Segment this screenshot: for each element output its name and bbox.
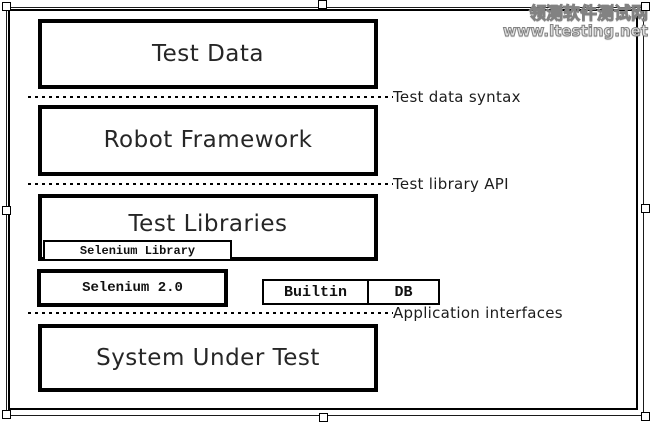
resize-handle-bottom-right[interactable]	[641, 412, 650, 421]
resize-handle-top-middle[interactable]	[318, 0, 327, 9]
db-label: DB	[394, 283, 413, 301]
application-interfaces-label: Application interfaces	[393, 304, 563, 322]
box-test-data: Test Data	[38, 19, 378, 89]
watermark-site-url: www.ltesting.net	[502, 21, 648, 40]
selenium-2-label: Selenium 2.0	[82, 280, 183, 296]
resize-handle-bottom-middle[interactable]	[319, 413, 328, 422]
resize-handle-middle-left[interactable]	[2, 206, 11, 215]
dashed-line	[28, 96, 393, 98]
watermark-site-name: 领测软件测试网	[528, 4, 648, 24]
resize-handle-top-right[interactable]	[641, 2, 650, 11]
builtin-cell: Builtin	[264, 281, 367, 303]
test-data-syntax-label: Test data syntax	[393, 88, 521, 106]
test-data-label: Test Data	[151, 40, 265, 67]
box-selenium-2: Selenium 2.0	[37, 269, 228, 307]
builtin-label: Builtin	[283, 283, 347, 301]
system-under-test-label: System Under Test	[96, 344, 320, 371]
robot-framework-label: Robot Framework	[103, 127, 313, 153]
box-builtin-db: Builtin DB	[262, 279, 440, 305]
interface-row-test-library-api: Test library API	[28, 175, 509, 193]
dashed-line	[28, 312, 393, 314]
db-cell: DB	[367, 281, 438, 303]
interface-row-test-data-syntax: Test data syntax	[28, 88, 521, 106]
box-robot-framework: Robot Framework	[38, 105, 378, 176]
box-selenium-library: Selenium Library	[43, 240, 232, 261]
interface-row-application-interfaces: Application interfaces	[28, 304, 563, 322]
selenium-library-label: Selenium Library	[79, 243, 196, 258]
watermark: 领测软件测试网 www.ltesting.net	[502, 4, 648, 40]
dashed-line	[28, 183, 393, 185]
resize-handle-middle-right[interactable]	[641, 204, 650, 213]
box-system-under-test: System Under Test	[38, 324, 378, 392]
test-libraries-label: Test Libraries	[128, 211, 288, 237]
resize-handle-top-left[interactable]	[2, 2, 11, 11]
resize-handle-bottom-left[interactable]	[2, 410, 11, 419]
test-library-api-label: Test library API	[393, 175, 509, 193]
